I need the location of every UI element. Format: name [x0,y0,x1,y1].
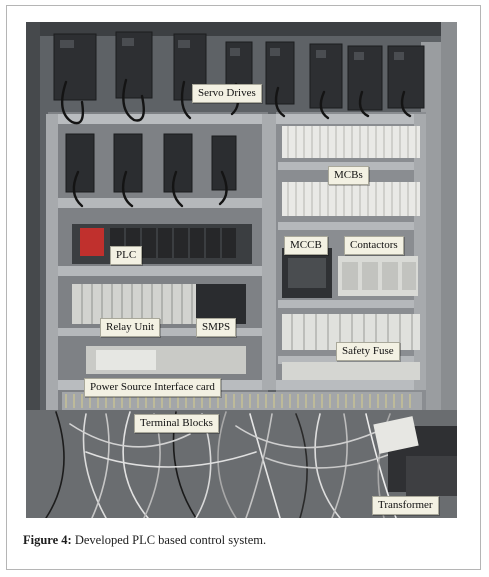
control-panel-photo: Servo Drives MCBs PLC MCCB Contactors Re… [26,22,457,518]
label-power-source-interface-card: Power Source Interface card [84,378,221,397]
label-relay-unit: Relay Unit [100,318,160,337]
label-plc: PLC [110,246,143,265]
figure-caption: Figure 4: Developed PLC based control sy… [23,533,463,548]
figure-caption-label: Figure 4: [23,533,72,547]
figure-caption-text: Developed PLC based control system. [71,533,267,547]
label-mccb: MCCB [284,236,328,255]
label-servo-drives: Servo Drives [192,84,262,103]
label-transformer: Transformer [372,496,439,515]
label-terminal-blocks: Terminal Blocks [134,414,219,433]
label-contactors: Contactors [344,236,404,255]
label-safety-fuse: Safety Fuse [336,342,400,361]
label-mcbs: MCBs [328,166,369,185]
label-smps: SMPS [196,318,237,337]
